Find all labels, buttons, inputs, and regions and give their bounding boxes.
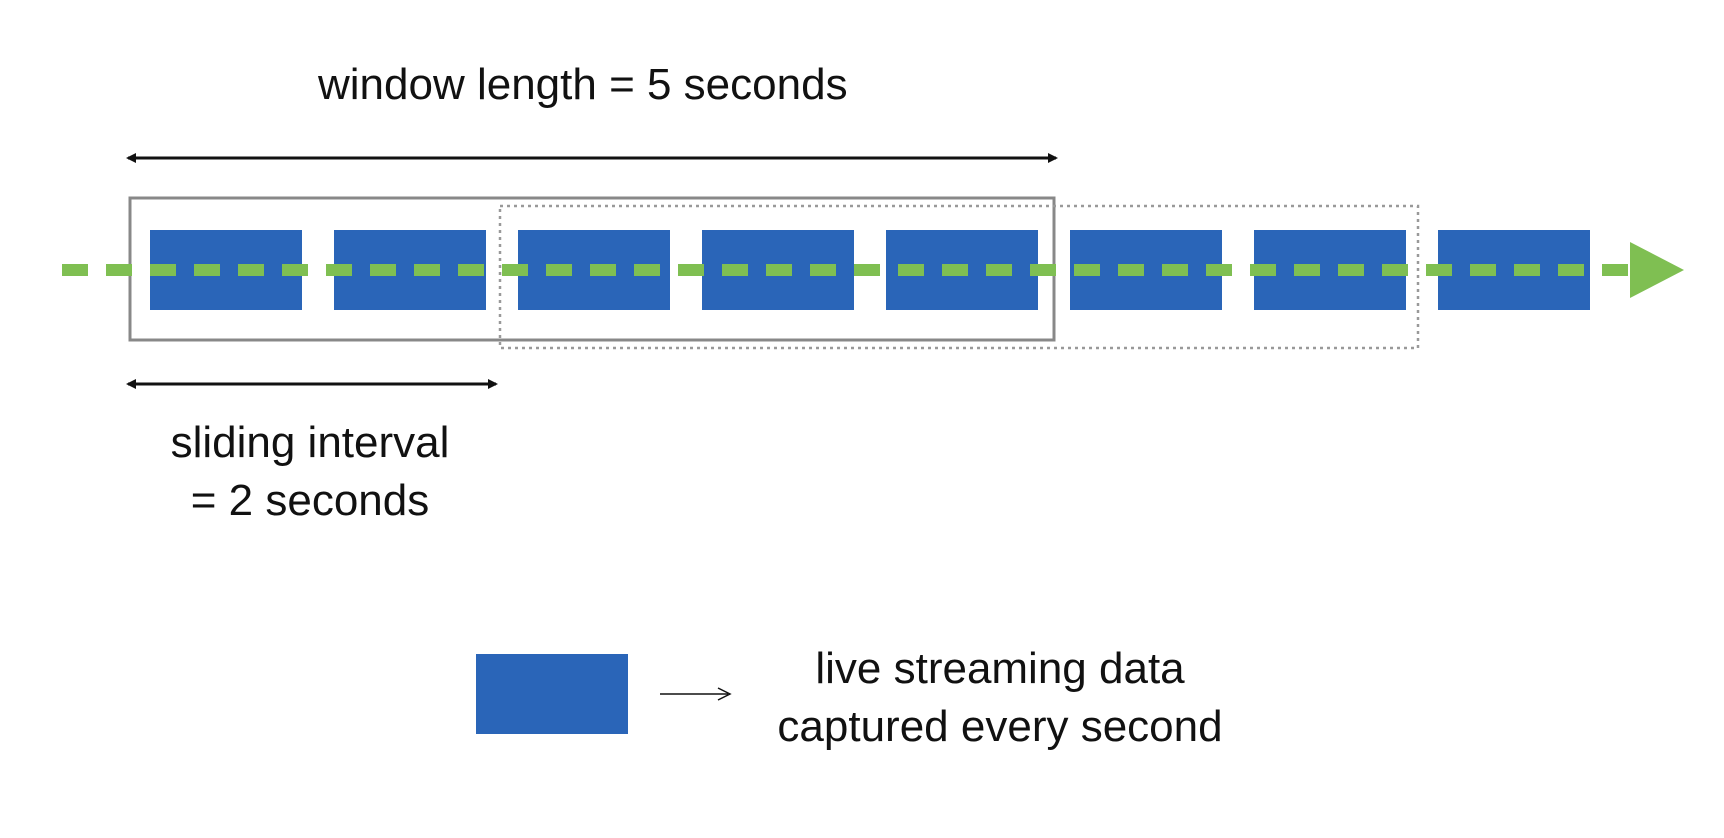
- sliding-interval-line2: = 2 seconds: [190, 476, 430, 525]
- legend-label: live streaming data captured every secon…: [740, 640, 1260, 756]
- sliding-interval-line1: sliding interval: [170, 418, 450, 467]
- stream-block: [1254, 230, 1406, 310]
- legend-block: [476, 654, 628, 734]
- next-window-frame: [498, 204, 1420, 350]
- window-length-label: window length = 5 seconds: [318, 60, 848, 109]
- sliding-interval-label: sliding interval = 2 seconds: [140, 414, 480, 530]
- legend-line1: live streaming data: [815, 644, 1185, 693]
- legend-arrowhead-icon: [717, 687, 732, 701]
- stream-arrowhead-icon: [1630, 242, 1684, 298]
- legend-line2: captured every second: [777, 702, 1223, 751]
